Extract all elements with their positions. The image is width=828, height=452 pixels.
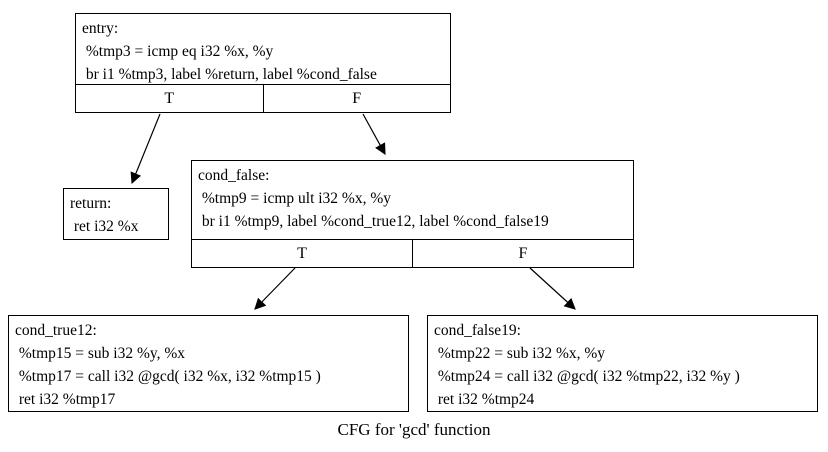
node-cond-false19: cond_false19: %tmp22 = sub i32 %x, %y %t… [427,315,818,412]
block-label: entry: [82,20,119,37]
block-label: cond_false: [198,167,270,184]
node-entry: entry: %tmp3 = icmp eq i32 %x, %y br i1 … [75,13,451,113]
block-label: return: [70,195,112,212]
instruction-line: %tmp15 = sub i32 %y, %x [15,345,186,362]
node-return-body: return: ret i32 %x [64,189,168,239]
false-branch-cell: F [412,240,633,267]
instruction-line: %tmp3 = icmp eq i32 %x, %y [82,43,274,60]
instruction-line: %tmp17 = call i32 @gcd( i32 %x, i32 %tmp… [15,368,321,385]
graph-caption: CFG for 'gcd' function [337,420,491,439]
instruction-line: %tmp24 = call i32 @gcd( i32 %tmp22, i32 … [434,368,740,385]
node-cond-false-branch-row: T F [192,239,633,267]
false-branch-cell: F [262,85,451,112]
instruction-line: br i1 %tmp3, label %return, label %cond_… [82,66,377,83]
true-branch-cell: T [164,89,175,107]
edge-entry-true-to-return [130,113,161,185]
block-label: cond_true12: [15,322,97,339]
instruction-line: ret i32 %x [70,218,139,235]
node-return: return: ret i32 %x [63,188,169,240]
true-branch-cell: T [297,244,307,262]
node-cond-true12: cond_true12: %tmp15 = sub i32 %y, %x %tm… [8,315,409,412]
instruction-line: ret i32 %tmp24 [434,391,535,408]
node-cond-false-body: cond_false: %tmp9 = icmp ult i32 %x, %y … [192,161,633,239]
instruction-line: br i1 %tmp9, label %cond_true12, label %… [198,213,549,230]
edge-cond-false-false-to-cond-false19 [529,267,576,310]
node-cond-false: cond_false: %tmp9 = icmp ult i32 %x, %y … [191,160,634,268]
instruction-line: ret i32 %tmp17 [15,391,116,408]
node-cond-false19-body: cond_false19: %tmp22 = sub i32 %x, %y %t… [428,316,817,411]
instruction-line: %tmp22 = sub i32 %x, %y [434,345,606,362]
block-label: cond_false19: [434,322,521,339]
node-cond-true12-body: cond_true12: %tmp15 = sub i32 %y, %x %tm… [9,316,408,411]
node-entry-body: entry: %tmp3 = icmp eq i32 %x, %y br i1 … [76,14,450,84]
instruction-line: %tmp9 = icmp ult i32 %x, %y [198,190,392,207]
node-entry-branch-row: T F [76,84,450,112]
edge-cond-false-true-to-cond-true12 [254,267,296,310]
edge-entry-false-to-cond-false [362,113,386,155]
